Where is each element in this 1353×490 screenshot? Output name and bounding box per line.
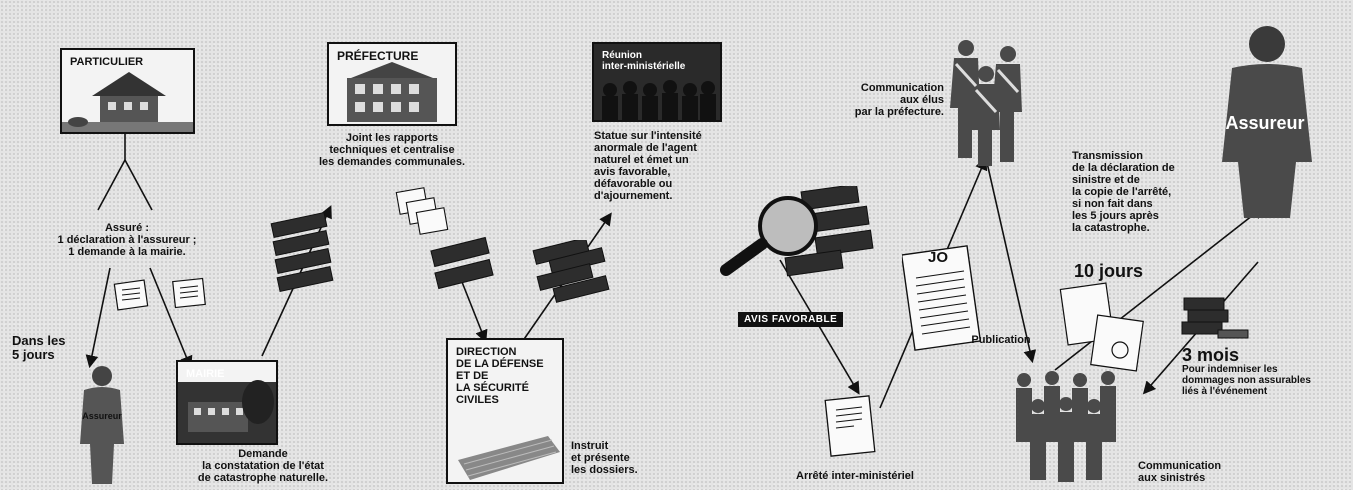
arrow-to-ddsc xyxy=(461,281,488,343)
publication-label: Publication xyxy=(971,334,1031,346)
assureur-big-label: Assureur xyxy=(1225,113,1305,133)
arrow-to-assureur-big xyxy=(1054,206,1265,371)
house-icon xyxy=(62,72,193,132)
communication-sinistres: Communication aux sinistrés xyxy=(1138,460,1222,484)
dix-jours-label: 10 jours xyxy=(1074,261,1144,281)
crowd-icon xyxy=(950,40,1022,166)
assure-text: Assuré : 1 déclaration à l'assureur ; 1 … xyxy=(57,222,197,258)
crowd-icon xyxy=(602,80,716,120)
trois-mois-label: 3 mois xyxy=(1182,345,1240,365)
crowd-icon xyxy=(1016,371,1116,482)
communication-elus: Communication aux élus par la préfecture… xyxy=(854,82,944,118)
folder-stack-icon xyxy=(430,236,494,290)
reunion-description: Statue sur l'intensité anormale de l'age… xyxy=(594,130,702,202)
dans-les-5-jours: Dans les 5 jours xyxy=(12,333,66,362)
prefecture-title: PRÉFECTURE xyxy=(337,49,419,63)
folder-stack-icon xyxy=(270,211,334,293)
ddsc-box: DIRECTION DE LA DÉFENSE ET DE LA SÉCURIT… xyxy=(446,338,564,484)
document-icon xyxy=(113,277,206,311)
arrow-to-mairie xyxy=(149,267,193,369)
newspaper-icon xyxy=(902,245,982,351)
money-icon xyxy=(1181,297,1249,339)
arrete-label: Arrêté inter-ministériel xyxy=(796,470,914,482)
avis-favorable-badge: AVIS FAVORABLE xyxy=(738,312,844,327)
person-icon xyxy=(80,366,124,484)
document-icon xyxy=(824,395,876,457)
indemniser-text: Pour indemniser les dommages non assurab… xyxy=(1182,364,1311,397)
reunion-box: Réunion inter-ministérielle xyxy=(592,42,722,122)
prefecture-box: PRÉFECTURE xyxy=(327,42,457,126)
document-icon xyxy=(1059,282,1144,372)
mairie-title: MAIRIE xyxy=(186,368,225,380)
ddsc-title: DIRECTION DE LA DÉFENSE ET DE LA SÉCURIT… xyxy=(456,346,544,406)
reunion-title: Réunion inter-ministérielle xyxy=(602,50,686,72)
assureur-small-label: Assureur xyxy=(82,411,122,421)
transmission-text: Transmission de la déclaration de sinist… xyxy=(1072,150,1175,234)
magnifier-icon xyxy=(720,186,874,277)
mairie-description: Demande la constatation de l'état de cat… xyxy=(197,448,329,484)
building-icon xyxy=(178,380,276,443)
document-icon xyxy=(395,187,449,235)
particulier-box: PARTICULIER xyxy=(60,48,195,134)
arrow-to-assureur xyxy=(85,267,111,369)
building-icon xyxy=(347,62,437,122)
building-icon xyxy=(458,436,560,480)
person-icon xyxy=(1222,26,1312,218)
prefecture-description: Joint les rapports techniques et central… xyxy=(318,132,466,168)
jo-label: JO xyxy=(927,249,948,266)
folder-stack-icon xyxy=(532,240,610,303)
ddsc-description: Instruit et présente les dossiers. xyxy=(571,440,638,476)
mairie-box: MAIRIE xyxy=(176,360,278,445)
particulier-title: PARTICULIER xyxy=(70,56,144,68)
